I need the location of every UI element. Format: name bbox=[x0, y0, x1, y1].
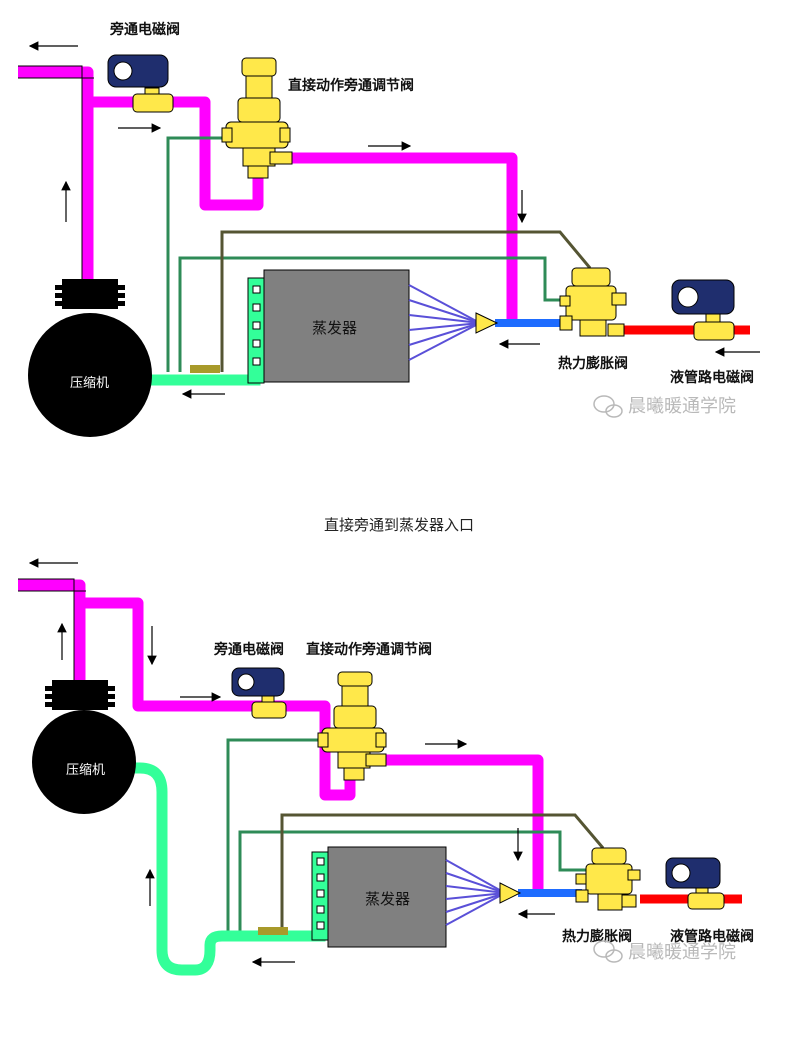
suction-line-top bbox=[148, 278, 261, 386]
liquid-solenoid-valve-bottom bbox=[665, 857, 725, 910]
equalizer-line-top bbox=[166, 136, 238, 372]
suction-line-bottom bbox=[110, 762, 326, 976]
evaporator-top: 蒸发器 bbox=[247, 269, 499, 384]
compressor-label-top: 压缩机 bbox=[70, 375, 109, 391]
diagram-bottom: 压缩机 蒸发器 bbox=[18, 558, 754, 976]
compressor-top: 压缩机 bbox=[28, 279, 152, 437]
bypass-solenoid-label-top: 旁通电磁阀 bbox=[109, 21, 180, 38]
diagram-caption: 直接旁通到蒸发器入口 bbox=[324, 516, 474, 534]
equalizer-line-bottom bbox=[226, 738, 320, 936]
bypass-regulating-valve-top bbox=[221, 57, 293, 179]
bypass-solenoid-label-bottom: 旁通电磁阀 bbox=[213, 641, 284, 658]
equalizer-line-2-bottom bbox=[238, 830, 588, 936]
watermark-top: 晨曦暖通学院 bbox=[593, 395, 736, 418]
liquid-solenoid-valve-top bbox=[671, 279, 735, 341]
txv-label-top: 热力膨胀阀 bbox=[558, 355, 628, 372]
compressor-bottom: 压缩机 bbox=[32, 680, 136, 814]
bypass-solenoid-valve-top bbox=[107, 54, 174, 113]
expansion-valve-bottom bbox=[575, 847, 641, 911]
svg-text:晨曦暖通学院: 晨曦暖通学院 bbox=[628, 396, 736, 417]
liquid-solenoid-label-top: 液管路电磁阀 bbox=[670, 369, 754, 386]
flow-arrows-bottom bbox=[28, 558, 555, 967]
compressor-label-bottom: 压缩机 bbox=[66, 762, 105, 778]
bulb-top bbox=[190, 365, 220, 373]
flow-arrows-top bbox=[28, 41, 760, 399]
capillary-line-bottom bbox=[280, 813, 605, 936]
watermark-bottom: 晨曦暖通学院 bbox=[593, 940, 736, 963]
capillary-line-top bbox=[220, 230, 592, 372]
discharge-line-bottom bbox=[18, 579, 544, 893]
expansion-valve-top bbox=[559, 267, 627, 337]
bypass-regulating-valve-bottom bbox=[317, 671, 387, 781]
evaporator-label-top: 蒸发器 bbox=[312, 319, 357, 337]
bypass-solenoid-valve-bottom bbox=[231, 667, 287, 719]
svg-text:晨曦暖通学院: 晨曦暖通学院 bbox=[628, 942, 736, 963]
regulator-label-top: 直接动作旁通调节阀 bbox=[288, 77, 414, 94]
equalizer-line-2-top bbox=[178, 256, 568, 372]
evaporator-label-bottom: 蒸发器 bbox=[365, 890, 410, 908]
evaporator-bottom: 蒸发器 bbox=[311, 846, 522, 948]
txv-label-bottom: 热力膨胀阀 bbox=[562, 928, 632, 945]
regulator-label-bottom: 直接动作旁通调节阀 bbox=[306, 641, 432, 658]
liquid-solenoid-label-bottom: 液管路电磁阀 bbox=[670, 928, 754, 945]
bulb-bottom bbox=[258, 927, 288, 935]
diagram-top: 压缩机 蒸发器 bbox=[18, 21, 760, 437]
